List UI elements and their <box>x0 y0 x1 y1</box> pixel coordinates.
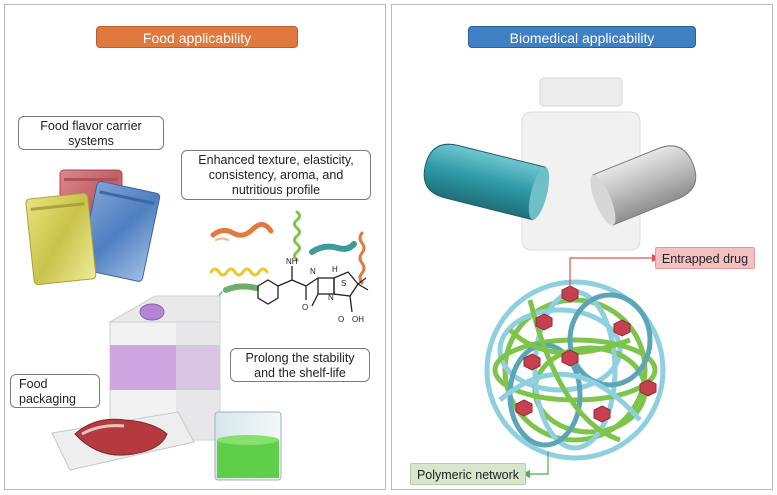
molecule-o-label-1: O <box>302 303 308 312</box>
molecule-oh-label: OH <box>352 315 364 324</box>
molecule-structure-icon <box>257 266 369 313</box>
molecule-nh-label: NH <box>286 257 298 266</box>
molecule-o-label-2: O <box>338 315 344 324</box>
microbe-illustration-icon <box>209 210 366 305</box>
food-packaging-label: Food packaging <box>10 374 100 408</box>
biomedical-applicability-title: Biomedical applicability <box>468 26 696 48</box>
pouch-yellow-icon <box>25 192 97 286</box>
food-applicability-title: Food applicability <box>96 26 298 48</box>
molecule-n-label: N <box>310 267 316 276</box>
molecule-s-label: S <box>341 279 346 288</box>
meat-tray-icon <box>51 411 195 471</box>
green-gel-beaker-icon <box>214 411 282 481</box>
drug-pointer-line <box>569 257 652 288</box>
molecule-h-label: H <box>332 265 338 274</box>
network-pointer-line <box>528 452 549 475</box>
milk-carton-icon <box>108 295 221 441</box>
texture-profile-label: Enhanced texture, elasticity, consistenc… <box>181 150 371 200</box>
polymeric-network-label: Polymeric network <box>410 463 526 485</box>
polymeric-network-icon <box>484 279 666 461</box>
stability-shelf-life-label: Prolong the stability and the shelf-life <box>230 348 370 382</box>
molecule-ring-n-label: N <box>328 293 334 302</box>
flavor-carrier-label: Food flavor carrier systems <box>18 116 164 150</box>
entrapped-drug-label: Entrapped drug <box>655 247 755 269</box>
molecule-atom-labels: NH N H S N O O OH <box>286 257 364 324</box>
capsule-grey-icon <box>590 145 697 226</box>
drug-molecule-icons <box>515 285 657 423</box>
capsule-teal-icon <box>423 143 550 221</box>
